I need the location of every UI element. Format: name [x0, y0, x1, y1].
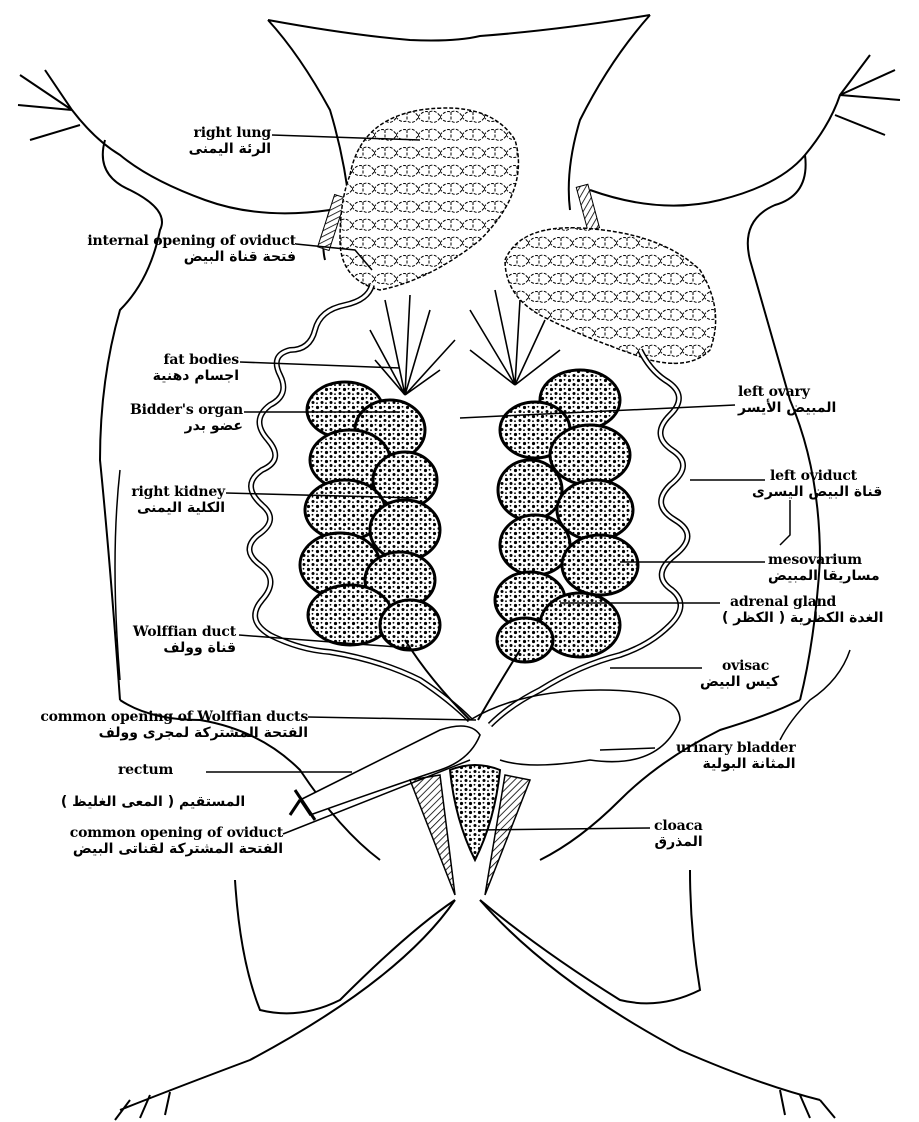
bidders-organ-ar: عضو بدر: [130, 418, 243, 434]
label-left-oviduct: left oviduct قناة البيض اليسرى: [752, 468, 882, 500]
urinary-bladder-ar: المثانة البولية: [676, 756, 796, 772]
label-right-lung: right lung الرئة اليمنى: [189, 125, 271, 157]
label-left-ovary: left ovary المبيض الأيسر: [738, 384, 836, 416]
right-ovary-kidney-shape: [300, 382, 440, 650]
rectum-en: rectum: [28, 762, 278, 778]
label-wolffian-duct: Wolffian duct قناة وولف: [133, 624, 236, 656]
label-mesovarium: mesovarium مساريقا المبيض: [768, 552, 880, 584]
wolffian-duct-ar: قناة وولف: [133, 640, 236, 656]
label-right-kidney: right kidney الكلية اليمنى: [131, 484, 225, 516]
fat-bodies-ar: اجسام دهنية: [153, 368, 239, 384]
ovisac-en: ovisac: [700, 658, 779, 674]
right-kidney-ar: الكلية اليمنى: [131, 500, 225, 516]
cloaca-en: cloaca: [654, 818, 703, 834]
ovisac-ar: كيس البيض: [700, 674, 779, 690]
wolffian-duct-en: Wolffian duct: [133, 624, 236, 640]
label-urinary-bladder: urinary bladder المثانة البولية: [676, 740, 796, 772]
left-ovary-en: left ovary: [738, 384, 836, 400]
fat-bodies-en: fat bodies: [153, 352, 239, 368]
common-opening-oviduct-en: common opening of oviduct: [70, 825, 283, 841]
cloaca-ar: المذرق: [654, 834, 703, 850]
left-oviduct-ar: قناة البيض اليسرى: [752, 484, 882, 500]
label-cloaca: cloaca المذرق: [654, 818, 703, 850]
label-bidders-organ: Bidder's organ عضو بدر: [130, 402, 243, 434]
label-internal-opening-oviduct: internal opening of oviduct فتحة قناة ال…: [87, 233, 296, 265]
common-opening-oviduct-ar: الفتحة المشتركة لقناتى البيض: [70, 841, 283, 857]
internal-opening-oviduct-ar: فتحة قناة البيض: [87, 249, 296, 265]
label-common-opening-oviduct: common opening of oviduct الفتحة المشترك…: [70, 825, 283, 857]
label-fat-bodies: fat bodies اجسام دهنية: [153, 352, 239, 384]
label-common-opening-wolffian: common opening of Wolffian ducts الفتحة …: [40, 709, 308, 741]
label-rectum: rectum المستقيم ( المعى الغليظ ): [28, 762, 278, 810]
internal-opening-oviduct-en: internal opening of oviduct: [87, 233, 296, 249]
label-ovisac: ovisac كيس البيض: [700, 658, 779, 690]
mesovarium-en: mesovarium: [768, 552, 880, 568]
right-lung-en: right lung: [189, 125, 271, 141]
left-ovary-ar: المبيض الأيسر: [738, 400, 836, 416]
common-opening-wolffian-en: common opening of Wolffian ducts: [40, 709, 308, 725]
mesovarium-ar: مساريقا المبيض: [768, 568, 880, 584]
adrenal-gland-en: adrenal gland: [722, 594, 883, 610]
label-adrenal-gland: adrenal gland الغدة الكظرية ( الكظر ): [722, 594, 883, 626]
right-kidney-en: right kidney: [131, 484, 225, 500]
urinary-bladder-en: urinary bladder: [676, 740, 796, 756]
urinary-bladder-shape: [470, 690, 680, 765]
left-oviduct-en: left oviduct: [752, 468, 882, 484]
bidders-organ-en: Bidder's organ: [130, 402, 243, 418]
right-lung-ar: الرئة اليمنى: [189, 141, 271, 157]
pelvic-section-left: [410, 775, 455, 895]
left-lung-shape: [505, 228, 716, 364]
rectum-ar: المستقيم ( المعى الغليظ ): [28, 794, 278, 810]
common-opening-wolffian-ar: الفتحة المشتركة لمجرى وولف: [40, 725, 308, 741]
left-ovary-kidney-shape: [495, 370, 638, 662]
adrenal-gland-ar: الغدة الكظرية ( الكظر ): [722, 610, 883, 626]
